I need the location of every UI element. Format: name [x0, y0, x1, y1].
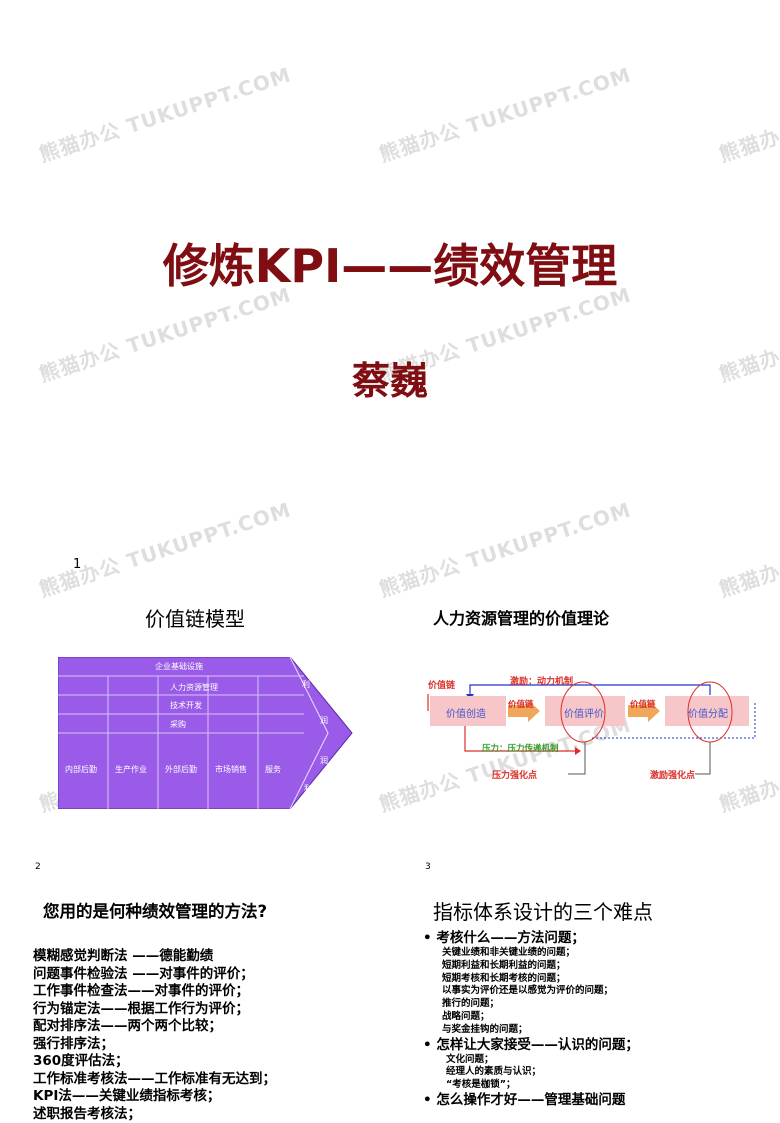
difficulties-title: 指标体系设计的三个难点 — [433, 896, 653, 925]
list-item: KPI法——关键业绩指标考核； — [33, 1088, 276, 1106]
value-box: 价值评价 — [564, 705, 604, 720]
incentive-point: 激励强化点 — [650, 768, 695, 781]
value-chain-diagram: 企业基础设施 人力资源管理 技术开发 采购 内部后勤 生产作业 外部后勤 市场销… — [58, 657, 354, 809]
arrow-label: 价值链 — [508, 698, 534, 710]
list-item: 以事实为评价还是以感觉为评价的问题； — [423, 985, 639, 998]
cover-title: 修炼KPI——绩效管理 — [0, 230, 780, 296]
difficulties-list: • 考核什么——方法问题； 关键业绩和非关键业绩的问题； 短期利益和长期利益的问… — [423, 930, 639, 1109]
list-item: “考核是枷锁”； — [423, 1079, 639, 1092]
watermark: 熊猫办公 TUKUPPT.COM — [375, 494, 634, 603]
margin-label: 利 — [302, 679, 310, 690]
value-box: 价值分配 — [688, 705, 728, 720]
list-item: 工作标准考核法——工作标准有无达到； — [33, 1071, 276, 1089]
arrow-label: 价值链 — [630, 698, 656, 710]
list-item: 与奖金挂钩的问题； — [423, 1024, 639, 1037]
pressure-label: 压力：压力传递机制 — [482, 742, 559, 754]
list-item: 述职报告考核法； — [33, 1106, 276, 1123]
page-number: 1 — [73, 557, 81, 572]
list-item: 推行的问题； — [423, 998, 639, 1011]
watermark: 熊猫办公 TUKUPPT.COM — [35, 59, 294, 168]
list-item: • 怎样让大家接受——认识的问题； — [423, 1037, 639, 1054]
watermark: 熊猫办公 TUKUPPT.COM — [35, 494, 294, 603]
value-box: 价值创造 — [446, 705, 486, 720]
watermark: 熊猫办公 TUKUPPT.COM — [715, 59, 780, 168]
value-chain-title: 价值链模型 — [145, 603, 245, 632]
incentive-label: 激励：动力机制 — [510, 674, 573, 687]
support-row-label: 企业基础设施 — [155, 661, 203, 672]
list-item: 问题事件检验法 ——对事件的评价； — [33, 966, 276, 984]
list-item: 关键业绩和非关键业绩的问题； — [423, 947, 639, 960]
primary-activity-label: 服务 — [265, 764, 281, 775]
watermark: 熊猫办公 TUKUPPT.COM — [375, 59, 634, 168]
pressure-point: 压力强化点 — [492, 768, 537, 781]
hr-value-title: 人力资源管理的价值理论 — [433, 605, 609, 629]
watermark: 熊猫办公 TUKUPPT.COM — [715, 494, 780, 603]
list-item: • 怎么操作才好——管理基础问题 — [423, 1092, 639, 1109]
list-item: 短期利益和长期利益的问题； — [423, 960, 639, 973]
primary-activity-label: 生产作业 — [115, 764, 147, 775]
list-item: 配对排序法——两个两个比较； — [33, 1018, 276, 1036]
primary-activity-label: 市场销售 — [215, 764, 247, 775]
list-item: 强行排序法； — [33, 1036, 276, 1054]
list-item: 战略问题； — [423, 1011, 639, 1024]
page-number: 2 — [35, 862, 41, 872]
primary-activity-label: 外部后勤 — [165, 764, 197, 775]
support-row-label: 人力资源管理 — [170, 682, 218, 693]
methods-title: 您用的是何种绩效管理的方法? — [43, 898, 267, 922]
list-item: 360度评估法； — [33, 1053, 276, 1071]
support-row-label: 技术开发 — [170, 700, 202, 711]
list-item: • 考核什么——方法问题； — [423, 930, 639, 947]
methods-list: 模糊感觉判断法 ——德能勤绩 问题事件检验法 ——对事件的评价； 工作事件检查法… — [33, 948, 276, 1123]
primary-activity-label: 内部后勤 — [65, 764, 97, 775]
list-item: 文化问题； — [423, 1054, 639, 1067]
cover-author: 蔡巍 — [0, 350, 780, 405]
support-row-label: 采购 — [170, 719, 186, 730]
list-item: 工作事件检查法——对事件的评价； — [33, 983, 276, 1001]
list-item: 短期考核和长期考核的问题； — [423, 973, 639, 986]
margin-label: 润 — [320, 755, 328, 766]
page-number: 3 — [425, 862, 431, 872]
list-item: 行为锚定法——根据工作行为评价； — [33, 1001, 276, 1019]
margin-label: 润 — [320, 715, 328, 726]
list-item: 模糊感觉判断法 ——德能勤绩 — [33, 948, 276, 966]
value-chain-label: 价值链 — [428, 678, 455, 691]
margin-label: 利 — [304, 783, 312, 794]
hr-value-diagram: 价值链 激励：动力机制 价值创造 价值评价 价值分配 价值链 价值链 压力：压力… — [420, 672, 760, 787]
list-item: 经理人的素质与认识； — [423, 1066, 639, 1079]
